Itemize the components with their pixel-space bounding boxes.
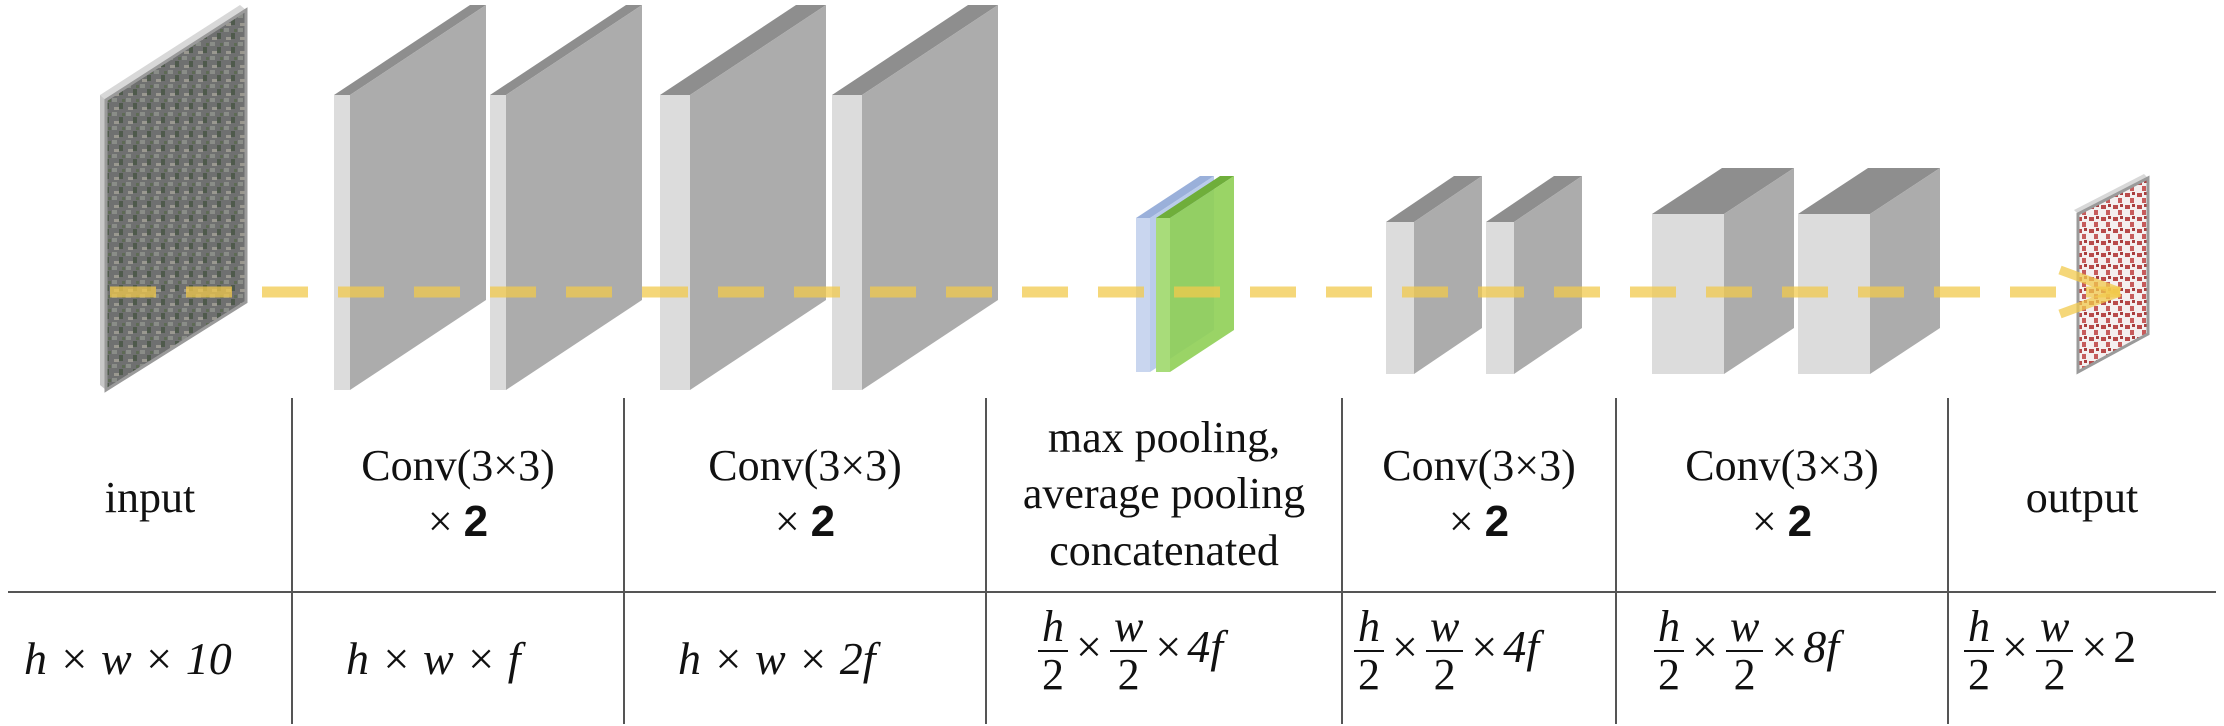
dims-conv-stage-2: h × w × 2f bbox=[678, 633, 876, 684]
conv-block-1b bbox=[490, 5, 642, 390]
label-output: output bbox=[2025, 473, 2139, 522]
pooling-block bbox=[1136, 176, 1234, 372]
output-map bbox=[2074, 174, 2150, 375]
label-conv-stage-3: Conv(3×3) × 2 bbox=[1382, 441, 1576, 547]
label-conv-stage-2: Conv(3×3) × 2 bbox=[708, 441, 902, 547]
conv-block-4b bbox=[1798, 168, 1940, 374]
input-image bbox=[100, 5, 248, 393]
label-conv-stage-1: Conv(3×3) × 2 bbox=[361, 441, 555, 547]
dims-conv-stage-1: h × w × f bbox=[346, 633, 521, 684]
flow-arrowhead bbox=[2058, 265, 2122, 319]
conv-block-3b bbox=[1486, 176, 1582, 374]
conv-block-4a bbox=[1652, 168, 1794, 374]
conv-block-1a bbox=[334, 5, 486, 390]
conv-block-2b bbox=[832, 5, 998, 390]
column-dividers bbox=[291, 398, 1949, 724]
conv-block-2a bbox=[660, 5, 826, 390]
label-pooling: max pooling, average pooling concatenate… bbox=[1022, 413, 1306, 575]
label-input: input bbox=[104, 473, 196, 522]
label-conv-stage-4: Conv(3×3) × 2 bbox=[1685, 441, 1879, 547]
dims-input: h × w × 10 bbox=[24, 633, 232, 684]
conv-block-3a bbox=[1386, 176, 1482, 374]
